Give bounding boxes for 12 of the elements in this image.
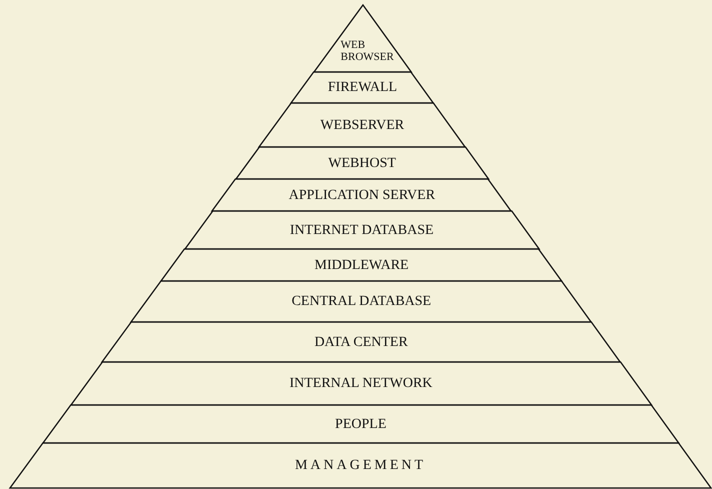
tier-label: WEBSERVER	[319, 118, 406, 132]
tier-label: PEOPLE	[334, 416, 388, 432]
tier-label: CENTRAL DATABASE	[290, 294, 432, 309]
tier-label: WEB BROWSER	[340, 38, 395, 62]
tier-label: MANAGEMENT	[294, 458, 428, 473]
tier-label: FIREWALL	[326, 80, 398, 95]
tier-label: INTERNAL NETWORK	[288, 376, 434, 391]
tier-label: APPLICATION SERVER	[288, 188, 436, 202]
tier-label: MIDDLEWARE	[314, 258, 410, 272]
tier-label: WEBHOST	[327, 156, 397, 170]
tier-label: INTERNET DATABASE	[288, 222, 435, 238]
tier-label: DATA CENTER	[313, 334, 409, 350]
